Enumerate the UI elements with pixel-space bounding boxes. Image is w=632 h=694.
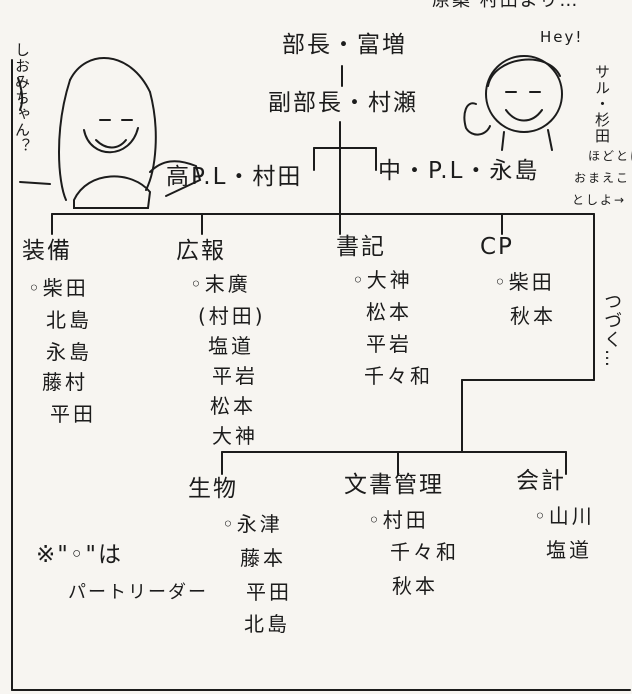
- dept-kouhou-member: 松本: [210, 394, 256, 418]
- dept-cp-title: CP: [480, 234, 514, 260]
- header-title-cut: 原案 村田より…: [432, 0, 580, 11]
- dept-kaikei-title: 会計: [516, 468, 566, 494]
- dept-kouhou-member: 平岩: [212, 364, 258, 388]
- dept-kouhou-member: ◦末廣: [190, 272, 251, 296]
- dept-seibutsu-member: 藤本: [240, 546, 286, 570]
- dept-bunsho-member: 千々和: [390, 540, 459, 564]
- dept-shoki-member: 松本: [366, 300, 412, 324]
- partleader-note-line2: パートリーダー: [68, 582, 208, 603]
- continued-note: つづく…: [601, 292, 622, 368]
- dept-bunsho-member: 秋本: [392, 574, 438, 598]
- dept-soubi-title: 装備: [22, 238, 72, 264]
- dept-bunsho-member: ◦村田: [368, 508, 429, 532]
- dept-soubi-member: 藤村: [42, 370, 88, 394]
- left-character-speech: しおみちゃん？: [13, 42, 31, 154]
- vice-director-label: 副部長・村瀬: [268, 90, 418, 116]
- right-character-name: サル・杉田: [593, 64, 611, 144]
- dept-kouhou-member: (村田): [198, 304, 266, 328]
- dept-kouhou-member: 塩道: [208, 334, 254, 358]
- dept-seibutsu-member: ◦永津: [222, 512, 283, 536]
- right-character-note-2: おまえこ: [574, 171, 631, 185]
- dept-kaikei-member: 塩道: [546, 538, 592, 562]
- dept-seibutsu-member: 平田: [246, 580, 292, 604]
- dept-cp-member: ◦柴田: [494, 270, 555, 294]
- dept-seibutsu-title: 生物: [188, 476, 238, 502]
- dept-kouhou-title: 広報: [176, 238, 226, 264]
- right-character-hey: Hey!: [540, 28, 584, 46]
- dept-shoki-title: 書記: [336, 234, 386, 260]
- dept-seibutsu-member: 北島: [244, 612, 290, 636]
- director-label: 部長・富増: [282, 32, 407, 58]
- high-pl-label: 高P.L・村田: [166, 164, 303, 190]
- dept-shoki-member: 千々和: [364, 364, 433, 388]
- dept-shoki-member: ◦大神: [352, 268, 413, 292]
- dept-bunsho-title: 文書管理: [344, 472, 444, 498]
- partleader-note-line1: ※"◦"は: [36, 542, 123, 568]
- dept-soubi-member: 平田: [50, 402, 96, 426]
- dept-soubi-member: 永島: [46, 340, 92, 364]
- mid-pl-label: 中・P.L・永島: [378, 158, 540, 184]
- dept-soubi-member: ◦柴田: [28, 276, 89, 300]
- dept-kaikei-member: ◦山川: [534, 504, 595, 528]
- dept-cp-member: 秋本: [510, 304, 556, 328]
- right-character-note-3: としよ→: [572, 193, 627, 207]
- dept-kouhou-member: 大神: [212, 424, 258, 448]
- dept-shoki-member: 平岩: [366, 332, 412, 356]
- dept-soubi-member: 北島: [46, 308, 92, 332]
- right-character-note-1: ほどとは: [588, 149, 632, 163]
